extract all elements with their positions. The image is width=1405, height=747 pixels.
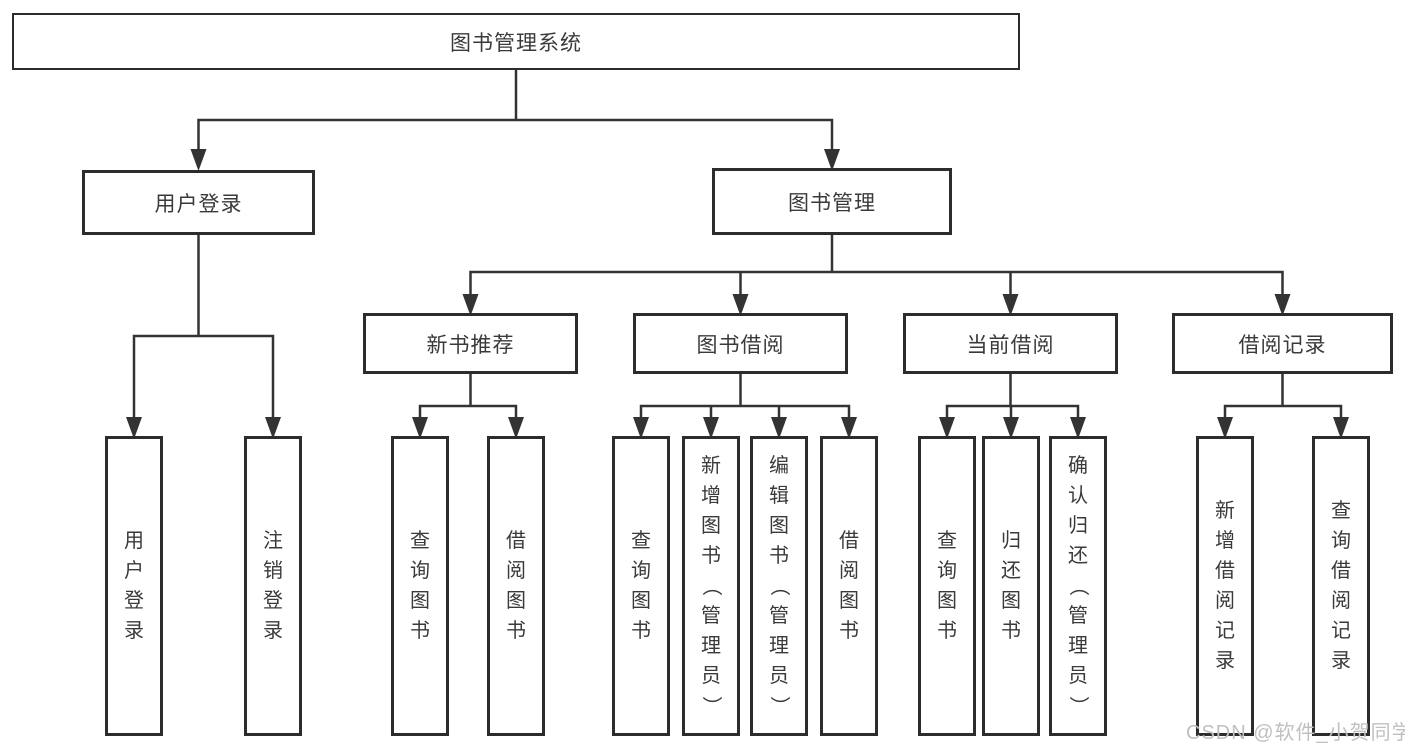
node-user-login-label: 用户登录 [154, 192, 243, 216]
leaf-edit-book-admin: 编辑图书（管理员） [750, 436, 808, 736]
leaf-borrow-book-recommend-label: 借阅图书 [506, 530, 526, 642]
node-new-book-recommendation: 新书推荐 [363, 313, 578, 374]
leaf-add-book-admin: 新增图书（管理员） [682, 436, 740, 736]
node-book-management-label: 图书管理 [788, 191, 876, 215]
node-book-borrowing-label: 图书借阅 [696, 333, 785, 357]
leaf-add-book-admin-label: 新增图书（管理员） [700, 455, 722, 716]
leaf-add-borrow-record-label: 新增借阅记录 [1215, 500, 1235, 672]
leaf-confirm-return-admin: 确认归还（管理员） [1049, 436, 1107, 736]
node-borrowing-records: 借阅记录 [1172, 313, 1393, 374]
watermark: CSDN @软件_小贺同学 [1186, 722, 1405, 744]
node-new-book-recommendation-label: 新书推荐 [426, 333, 515, 357]
leaf-borrow-book-borrowing: 借阅图书 [820, 436, 878, 736]
leaf-query-book-current: 查询图书 [918, 436, 976, 736]
leaf-query-book-borrowing-label: 查询图书 [631, 530, 651, 642]
leaf-user-login: 用户登录 [105, 436, 163, 736]
leaf-edit-book-admin-label: 编辑图书（管理员） [768, 455, 790, 716]
leaf-query-book-current-label: 查询图书 [937, 530, 957, 642]
node-user-login: 用户登录 [82, 170, 315, 235]
node-current-borrowing-label: 当前借阅 [966, 333, 1055, 357]
leaf-query-book-recommend: 查询图书 [391, 436, 449, 736]
leaf-query-borrow-record-label: 查询借阅记录 [1331, 500, 1351, 672]
leaf-return-book: 归还图书 [982, 436, 1040, 736]
node-current-borrowing: 当前借阅 [903, 313, 1118, 374]
leaf-borrow-book-borrowing-label: 借阅图书 [839, 530, 859, 642]
leaf-query-book-recommend-label: 查询图书 [410, 530, 430, 642]
leaf-borrow-book-recommend: 借阅图书 [487, 436, 545, 736]
node-book-management: 图书管理 [712, 168, 952, 235]
node-root-label: 图书管理系统 [450, 31, 582, 55]
leaf-add-borrow-record: 新增借阅记录 [1196, 436, 1254, 736]
node-book-borrowing: 图书借阅 [633, 313, 848, 374]
leaf-query-book-borrowing: 查询图书 [612, 436, 670, 736]
leaf-user-login-label: 用户登录 [124, 530, 144, 642]
leaf-logout-login-label: 注销登录 [263, 530, 283, 642]
node-root: 图书管理系统 [12, 13, 1020, 70]
leaf-query-borrow-record: 查询借阅记录 [1312, 436, 1370, 736]
leaf-logout-login: 注销登录 [244, 436, 302, 736]
leaf-return-book-label: 归还图书 [1001, 530, 1021, 642]
node-borrowing-records-label: 借阅记录 [1238, 333, 1327, 357]
leaf-confirm-return-admin-label: 确认归还（管理员） [1067, 455, 1089, 716]
